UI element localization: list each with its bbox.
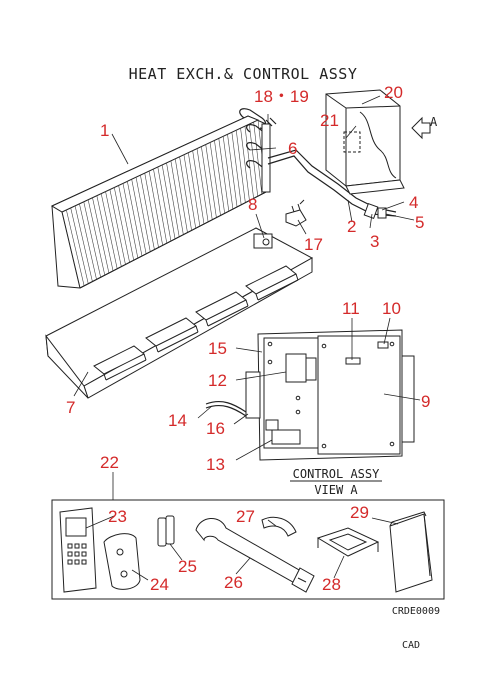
view-caption-subtitle: VIEW A: [314, 483, 358, 497]
view-caption-title: CONTROL ASSY: [293, 467, 380, 481]
label-20: 20: [384, 83, 403, 102]
drawing-code: CRDE0009: [392, 606, 440, 617]
accessories-frame: [51, 499, 445, 600]
control-assy-panel: [205, 329, 415, 461]
view-a-arrow: [411, 116, 431, 140]
label-2: 2: [347, 217, 356, 236]
label-27: 27: [236, 507, 255, 526]
label-4: 4: [409, 193, 418, 212]
label-15: 15: [208, 339, 227, 358]
installation-manual: [389, 511, 433, 593]
label-10: 10: [382, 299, 401, 318]
label-3: 3: [370, 232, 379, 251]
diagram-title: HEAT EXCH.& CONTROL ASSY: [129, 65, 358, 83]
label-16: 16: [206, 419, 225, 438]
label-13: 13: [206, 455, 225, 474]
footer-cad: CAD: [402, 640, 420, 651]
label-5: 5: [415, 213, 424, 232]
label-7: 7: [66, 398, 75, 417]
drain-pan: [45, 227, 314, 399]
label-8: 8: [248, 195, 257, 214]
label-21: 21: [320, 111, 339, 130]
mounting-bracket: [316, 527, 380, 557]
hose-clip: [261, 516, 297, 537]
label-6: 6: [288, 139, 297, 158]
label-26: 26: [224, 573, 243, 592]
thermistor: [285, 199, 307, 227]
label-29: 29: [350, 503, 369, 522]
leader-lines: [73, 95, 421, 581]
label-9: 9: [421, 392, 430, 411]
batteries: [157, 515, 175, 547]
label-24: 24: [150, 575, 169, 594]
label-17: 17: [304, 235, 323, 254]
heat-exchanger: [50, 108, 271, 289]
label-18-19: 18・19: [254, 87, 309, 106]
label-25: 25: [178, 557, 197, 576]
label-23: 23: [108, 507, 127, 526]
label-11: 11: [342, 299, 360, 318]
label-14: 14: [168, 411, 187, 430]
view-a-letter: A: [430, 115, 438, 129]
control-box-cover: [325, 89, 405, 195]
remote-holder: [103, 533, 141, 590]
screw-18-19: [265, 117, 277, 127]
label-1: 1: [100, 121, 109, 140]
label-12: 12: [208, 371, 227, 390]
part-labels: 1 2 3 4 5 6 7 8 9 10 11 12 13 14 15 16 1…: [66, 83, 430, 594]
label-28: 28: [322, 575, 341, 594]
label-22: 22: [100, 453, 119, 472]
drain-hose: [195, 518, 315, 593]
remote-controller: [59, 507, 97, 593]
